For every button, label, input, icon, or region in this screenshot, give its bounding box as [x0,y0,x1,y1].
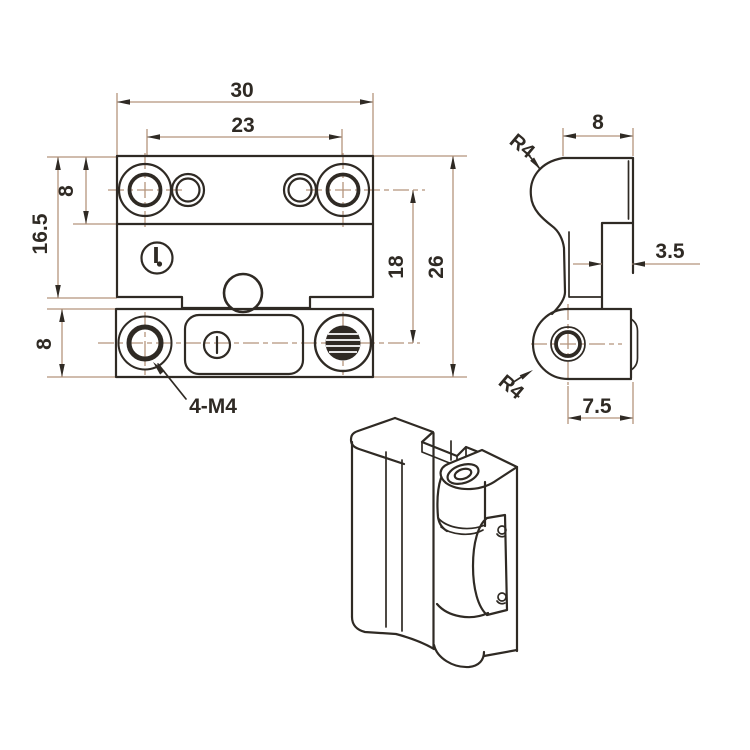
iso-plate-hole-bottom [497,592,507,602]
iso-pin-hole-inner [453,467,473,481]
dim-label-26: 26 [425,255,448,278]
iso-right-block [432,448,519,669]
side-profile-outline [529,156,635,316]
dim-label-18: 18 [385,255,408,279]
slotted-setscrew [140,241,174,275]
front-view: 30 23 8 16.5 8 [29,79,467,418]
lower-leaf-outline [114,307,375,379]
screw-hole-top-right [315,162,371,218]
iso-plate-hole-top [497,525,507,535]
dim-label-7-5: 7.5 [582,395,612,418]
dim-knuckle-width: 7.5 [568,392,633,422]
iso-view [349,416,519,669]
dim-label-3-5: 3.5 [655,240,685,263]
tapped-hole-bottom-left [117,315,173,371]
dim-overall-height: 26 [425,156,456,377]
dim-label-23: 23 [231,114,254,137]
side-knuckle [531,307,639,381]
pin-hole-top-right [282,172,318,208]
radius-callout-top: R4 [505,130,541,170]
iso-left-slab [349,416,488,651]
callout-label-4-m4: 4-M4 [189,395,237,418]
dim-label-30: 30 [230,79,253,102]
iso-strike-plate [471,513,509,617]
iso-pin-hole-outer [446,463,480,485]
thread-callout: 4-M4 [153,362,237,418]
dim-hole-spacing: 23 [147,114,342,140]
dim-label-8-bottom: 8 [33,338,56,350]
dim-overall-width: 30 [117,79,373,105]
side-view: 8 R4 3.5 R4 7.5 [494,111,700,424]
slotted-pin [202,330,232,360]
dim-side-leaf-thickness: 8 [563,111,633,139]
dim-label-8-top: 8 [55,185,78,197]
dim-label-8-side: 8 [592,111,604,134]
dim-lower-leaf-height: 8 [33,309,65,377]
dim-hole-rows-distance: 18 [385,190,416,343]
knuckle-pin-circle [222,272,264,314]
dim-top-row-offset: 8 [55,157,89,224]
dim-flange-thickness: 3.5 [573,240,700,267]
radius-callout-knuckle: R4 [494,370,533,405]
side-construction-lines [531,128,634,424]
threaded-hole-bottom-right [313,313,373,373]
front-construction-lines [47,93,467,378]
dim-label-16-5: 16.5 [29,213,52,254]
pin-hole-top-left [170,172,206,208]
dim-upper-leaf-height: 16.5 [29,157,61,298]
slot-plate [183,313,305,376]
